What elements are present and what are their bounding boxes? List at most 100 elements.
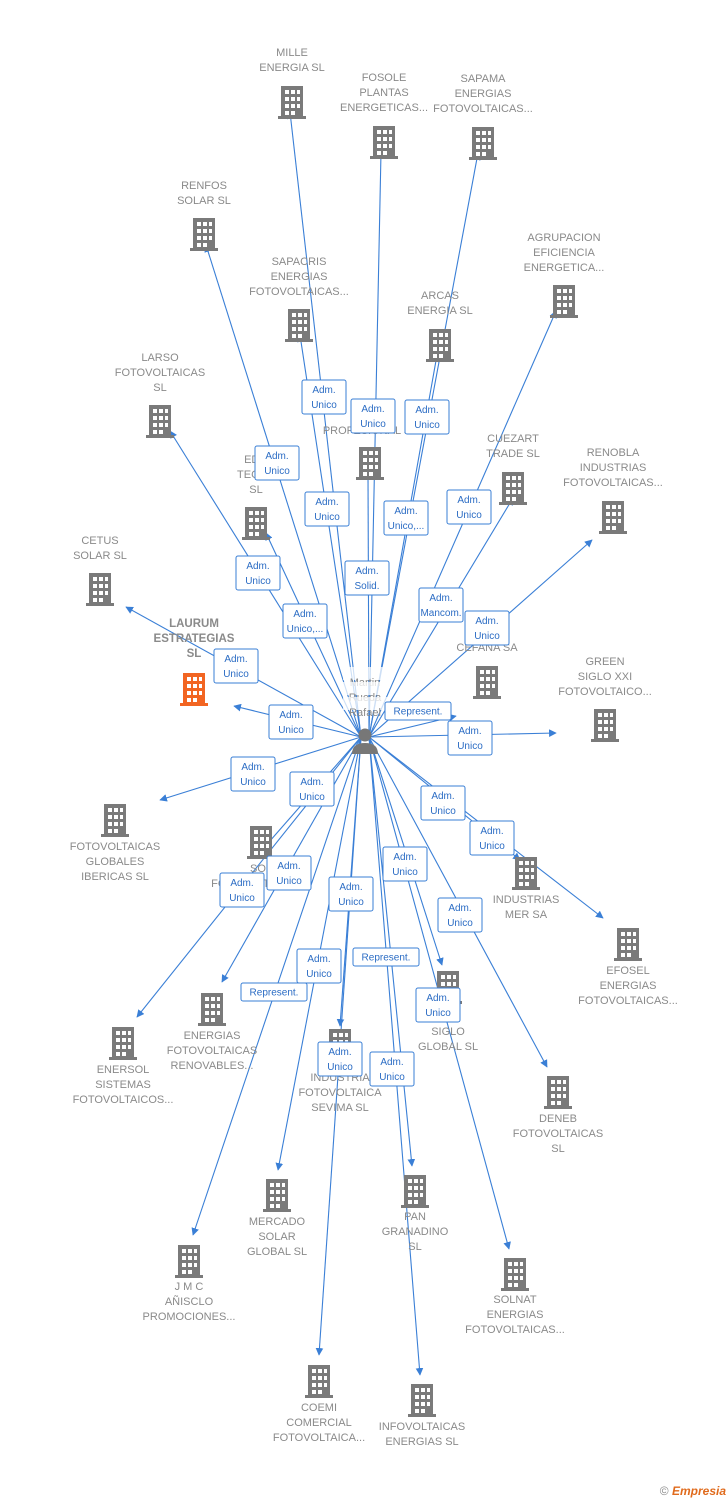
- company-label: GLOBAL SL: [418, 1041, 478, 1053]
- edge-fosole: [368, 151, 385, 738]
- relation-label-efosel: Adm. Unico: [469, 820, 515, 856]
- relation-text: Unico: [447, 918, 473, 929]
- relation-text: Represent.: [394, 707, 443, 718]
- relation-text: Adm.: [312, 385, 335, 396]
- center-person[interactable]: MartinRuedaRafael: [343, 667, 387, 754]
- building-icon: [305, 1365, 333, 1398]
- relation-text: Adm.: [307, 954, 330, 965]
- company-label: ENERSOL: [97, 1064, 150, 1076]
- company-label: ENERGIAS: [455, 88, 512, 100]
- company-label: AÑISCLO: [165, 1295, 214, 1308]
- relation-text: Unico: [327, 1062, 353, 1073]
- relation-text: Unico: [392, 867, 418, 878]
- relation-text: Adm.: [241, 762, 264, 773]
- relation-text: Adm.: [480, 826, 503, 837]
- building-icon: [370, 126, 398, 159]
- building-icon: [285, 309, 313, 342]
- company-label: SOLAR: [258, 1231, 295, 1243]
- company-node-solnat[interactable]: SOLNATENERGIASFOTOVOLTAICAS...: [465, 1258, 565, 1336]
- building-icon: [550, 285, 578, 318]
- relation-text: Unico: [306, 969, 332, 980]
- company-label: RENOVABLES...: [171, 1060, 254, 1072]
- building-icon: [356, 447, 384, 480]
- company-label: ENERGETICA...: [524, 262, 605, 274]
- company-label: CETUS: [81, 535, 118, 547]
- company-label: SISTEMAS: [95, 1079, 151, 1091]
- relation-text: Adm.: [426, 993, 449, 1004]
- relation-text: Unico: [457, 741, 483, 752]
- relation-label-sol: Adm.Unico: [289, 771, 335, 807]
- company-node-fosole[interactable]: FOSOLEPLANTASENERGETICAS...: [340, 72, 428, 159]
- company-label: J M C: [175, 1281, 204, 1293]
- company-label: ENERGIAS: [271, 271, 328, 283]
- company-label: ESTRATEGIAS: [154, 633, 235, 645]
- footer-credit[interactable]: © Empresia: [660, 1484, 726, 1498]
- company-node-renobla[interactable]: RENOBLAINDUSTRIASFOTOVOLTAICAS...: [563, 447, 663, 534]
- building-icon: [544, 1076, 572, 1109]
- company-label: FOTOVOLTAICAS: [167, 1045, 257, 1057]
- company-label: ENERGIAS: [184, 1030, 241, 1042]
- relation-label-cefana: Represent.: [384, 701, 452, 721]
- company-label: FOSOLE: [362, 72, 407, 84]
- relation-label-solnat: Adm.Unico: [415, 987, 461, 1023]
- relation-text: Unico: [245, 576, 271, 587]
- company-label: EFICIENCIA: [533, 247, 595, 259]
- relation-text: Adm.: [431, 791, 454, 802]
- building-icon: [263, 1179, 291, 1212]
- brand-name: Empresia: [671, 1484, 726, 1498]
- relation-text: Adm.: [293, 609, 316, 620]
- relation-text: Unico: [240, 777, 266, 788]
- relation-text: Unico: [430, 806, 456, 817]
- company-label: COEMI: [301, 1402, 337, 1414]
- company-node-efosel[interactable]: EFOSELENERGIASFOTOVOLTAICAS...: [578, 928, 678, 1007]
- company-label: IBERICAS SL: [81, 871, 149, 883]
- relation-text: Unico: [479, 841, 505, 852]
- relation-text: Adm.: [355, 566, 378, 577]
- company-label: ENERGIAS: [600, 980, 657, 992]
- company-label: SL: [551, 1143, 564, 1155]
- relation-text: Adm.: [315, 497, 338, 508]
- relation-label-arcas: Adm.Unico,...: [383, 500, 429, 536]
- company-node-jmc[interactable]: J M CAÑISCLOPROMOCIONES...: [143, 1245, 236, 1323]
- company-node-agrupacion[interactable]: AGRUPACIONEFICIENCIAENERGETICA...: [524, 232, 605, 318]
- company-node-coemi[interactable]: COEMICOMERCIALFOTOVOLTAICA...: [273, 1365, 365, 1444]
- relation-text: Unico: [311, 400, 337, 411]
- company-node-sapama[interactable]: SAPAMAENERGIASFOTOVOLTAICAS...: [433, 73, 533, 160]
- building-icon: [473, 666, 501, 699]
- relation-text: Unico,...: [287, 624, 324, 635]
- company-label: ENERGIA SL: [259, 62, 324, 74]
- company-label: PAN: [404, 1211, 426, 1223]
- relation-text: Unico: [314, 512, 340, 523]
- relation-text: Adm.: [277, 861, 300, 872]
- company-label: GRANADINO: [382, 1226, 449, 1238]
- company-node-cefana[interactable]: CEFANA SA: [456, 642, 518, 699]
- building-icon: [591, 709, 619, 742]
- relation-label-cuezart: Adm.Mancom.: [418, 587, 464, 623]
- relation-text: Unico: [264, 466, 290, 477]
- relation-text: Adm.: [458, 726, 481, 737]
- relation-text: Adm.: [448, 903, 471, 914]
- company-node-energias_fr[interactable]: ENERGIAS FOTOVOLTAICAS RENOVABLES...: [167, 993, 257, 1072]
- company-label: SOLAR SL: [73, 550, 127, 562]
- company-label: ARCAS: [421, 290, 459, 302]
- relation-label-green: Adm. Unico: [447, 720, 493, 756]
- company-node-sapacris[interactable]: SAPACRISENERGIASFOTOVOLTAICAS...: [249, 256, 349, 342]
- company-label: SL: [153, 382, 166, 394]
- company-node-cetus[interactable]: CETUS SOLAR SL: [73, 535, 127, 606]
- relation-text: Adm.: [393, 852, 416, 863]
- company-node-enersol[interactable]: ENERSOLSISTEMASFOTOVOLTAICOS...: [73, 1027, 174, 1106]
